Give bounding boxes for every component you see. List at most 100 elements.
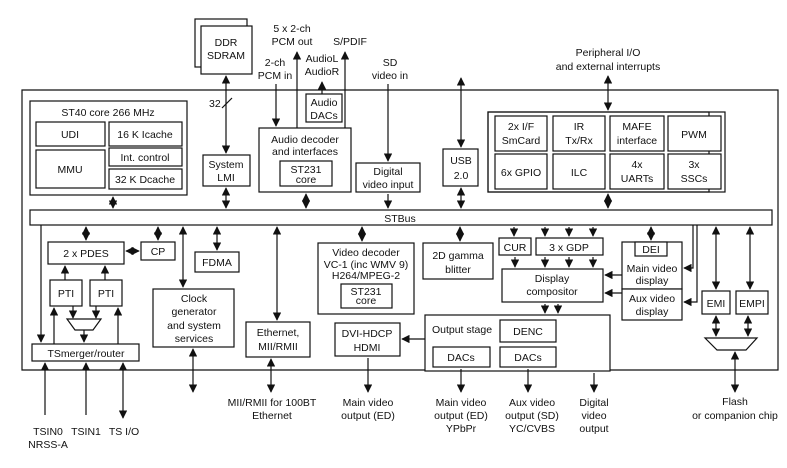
usb-label-1: USB <box>450 155 472 167</box>
digital-video-out-label-2: video <box>581 410 606 422</box>
cp-block: CP <box>140 241 176 261</box>
video-decoder-label-3: H264/MPEG-2 <box>332 270 400 282</box>
uarts-label-2: UARTs <box>621 173 653 185</box>
pcm-in-label-1: 2-ch <box>265 57 286 69</box>
audio-decoder-label-2: and interfaces <box>272 146 338 158</box>
pti-block-2: PTI <box>89 279 123 307</box>
tsin1-label: TSIN1 <box>71 426 101 438</box>
digital-video-input-label-2: video input <box>363 179 414 191</box>
usb-label-2: 2.0 <box>454 170 469 182</box>
ts-io-label: TS I/O <box>109 426 139 438</box>
clock-label-3: and system <box>167 320 221 332</box>
ethernet-block: Ethernet, MII/RMII <box>245 321 311 358</box>
main-video-out-ed-label-1: Main video <box>343 397 394 409</box>
digital-video-input-block: Digital video input <box>355 162 421 193</box>
peripheral-io-label-1: Peripheral I/O <box>576 47 641 59</box>
dei-label: DEI <box>642 244 660 256</box>
smcard-label-1: 2x I/F <box>508 121 534 133</box>
mmu-label: MMU <box>57 164 82 176</box>
ddr-sdram-block: DDR SDRAM <box>194 18 253 75</box>
tsmerger-label: TSmerger/router <box>47 348 125 360</box>
main-video-display-label-2: display <box>636 275 669 287</box>
ir-label-2: Tx/Rx <box>565 135 593 147</box>
ethernet-label-1: Ethernet, <box>257 327 300 339</box>
digital-video-input-label-1: Digital <box>373 166 402 178</box>
digital-video-out-label-3: output <box>579 423 608 435</box>
sscs-label-2: SSCs <box>681 173 708 185</box>
audio-dacs-block: Audio DACs <box>305 93 343 123</box>
sd-video-in-label-2: video in <box>372 70 408 82</box>
aux-video-display-block: Aux video display <box>621 288 683 321</box>
video-decoder-label-1: Video decoder <box>332 247 400 259</box>
ir-label-1: IR <box>574 121 585 133</box>
tsmerger-block: TSmerger/router <box>31 343 140 362</box>
denc-label: DENC <box>513 326 543 338</box>
pdes-block: 2 x PDES <box>47 241 125 265</box>
blitter-block: 2D gamma blitter <box>422 242 494 280</box>
dcache-label: 32 K Dcache <box>115 174 175 186</box>
main-video-display-label-1: Main video <box>627 263 678 275</box>
ethernet-out-label-2: Ethernet <box>252 410 292 422</box>
cur-block: CUR <box>498 237 532 256</box>
bus-width-label: 32 <box>209 98 221 110</box>
cur-label: CUR <box>504 242 527 254</box>
dacs-1-label: DACs <box>447 352 474 364</box>
st40-title: ST40 core 266 MHz <box>61 107 154 119</box>
dvi-hdmi-label-1: DVI-HDCP <box>342 328 393 340</box>
fdma-block: FDMA <box>194 251 240 273</box>
smcard-label-2: SmCard <box>502 135 541 147</box>
st40-core-block: ST40 core 266 MHz UDI MMU 16 K Icache In… <box>29 100 188 196</box>
sscs-label-1: 3x <box>688 159 700 171</box>
pti-2-label: PTI <box>98 288 114 300</box>
aux-video-out-label-1: Aux video <box>509 397 555 409</box>
peripherals-block: 2x I/F SmCard IR Tx/Rx MAFE interface PW… <box>487 111 722 193</box>
blitter-label-1: 2D gamma <box>432 250 484 262</box>
tsin0-label-2: NRSS-A <box>28 439 68 451</box>
video-st231-label-1: ST231 <box>351 286 382 298</box>
stbus-main-link <box>683 225 694 273</box>
fdma-label: FDMA <box>202 257 232 269</box>
int-control-label: Int. control <box>120 152 169 164</box>
sd-video-in-label-1: SD <box>383 57 398 69</box>
emi-block: EMI <box>701 290 731 315</box>
blitter-label-2: blitter <box>445 264 471 276</box>
ethernet-label-2: MII/RMII <box>258 341 298 353</box>
gpio-label: 6x GPIO <box>501 167 541 179</box>
ddr-label-2: SDRAM <box>207 50 245 62</box>
video-st231-label-2: core <box>356 295 377 307</box>
connections <box>36 51 755 419</box>
compositor-label-2: compositor <box>526 286 578 298</box>
clock-label-1: Clock <box>181 293 208 305</box>
empi-label: EMPI <box>739 298 765 310</box>
gdp-block: 3 x GDP <box>535 237 604 256</box>
audio-decoder-label-1: Audio decoder <box>271 134 339 146</box>
ethernet-out-label-1: MII/RMII for 100BT <box>228 397 317 409</box>
audio-st231-label-2: core <box>296 174 317 186</box>
clock-generator-block: Clock generator and system services <box>152 288 235 348</box>
bus-width-slash <box>221 97 233 109</box>
main-video-out-ed-label-2: output (ED) <box>341 410 395 422</box>
aux-video-out-label-3: YC/CVBS <box>509 423 555 435</box>
dvi-hdmi-label-2: HDMI <box>354 342 381 354</box>
clock-label-2: generator <box>172 306 217 318</box>
output-stage-block: Output stage DENC DACs DACs <box>424 314 611 372</box>
system-lmi-label-2: LMI <box>217 172 235 184</box>
clock-label-4: services <box>175 333 214 345</box>
compositor-label-1: Display <box>535 273 570 285</box>
pti-1-label: PTI <box>58 288 74 300</box>
video-decoder-block: Video decoder VC-1 (inc WMV 9) H264/MPEG… <box>317 242 415 315</box>
pcm-in-label-2: PCM in <box>258 70 293 82</box>
stbus-label: STBus <box>384 213 416 225</box>
mafe-label-1: MAFE <box>622 121 651 133</box>
stbus: STBus <box>29 209 773 226</box>
pcm-out-label-2: PCM out <box>272 36 313 48</box>
gdp-label: 3 x GDP <box>549 242 589 254</box>
chip-boundary <box>21 89 779 371</box>
aux-video-out-label-2: output (SD) <box>505 410 559 422</box>
tsin0-label-1: TSIN0 <box>33 426 63 438</box>
flash-label-1: Flash <box>722 396 748 408</box>
pti-mux-icon <box>65 318 103 331</box>
audio-dacs-label-2: DACs <box>310 110 337 122</box>
mafe-label-2: interface <box>617 135 657 147</box>
